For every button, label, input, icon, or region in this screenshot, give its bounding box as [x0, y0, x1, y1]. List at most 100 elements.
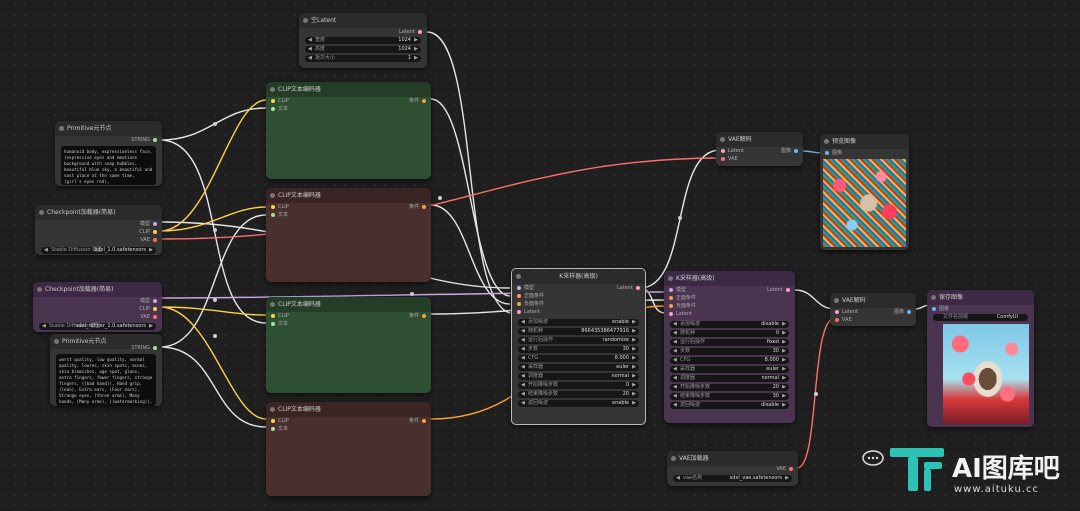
- node-title[interactable]: Checkpoint加载器(简易): [33, 282, 162, 297]
- model-input[interactable]: 模型: [514, 285, 534, 292]
- latent-input[interactable]: Latent: [514, 309, 540, 316]
- node-title[interactable]: 保存图像: [927, 290, 1034, 305]
- clip-text-encode-node-2[interactable]: CLIP文本编码器 CLIP 文本 条件: [266, 188, 431, 282]
- latent-output[interactable]: Latent: [399, 29, 425, 36]
- node-title[interactable]: VAE解码: [716, 132, 803, 147]
- conditioning-output[interactable]: 条件: [409, 313, 429, 320]
- node-title[interactable]: 空Latent: [299, 13, 427, 28]
- primitive-node-positive[interactable]: Primitive元节点 STRING humanoid body, expre…: [55, 121, 162, 186]
- node-title[interactable]: K采样器(高级): [512, 269, 645, 284]
- clip-input[interactable]: CLIP: [268, 313, 289, 320]
- node-title[interactable]: Primitive元节点: [50, 334, 162, 349]
- image-output[interactable]: 图像: [894, 309, 914, 316]
- latent-input[interactable]: Latent: [666, 311, 692, 318]
- model-output[interactable]: 模型: [140, 221, 160, 228]
- image-input[interactable]: 图像: [929, 306, 949, 313]
- vae-output[interactable]: VAE: [776, 466, 796, 473]
- string-output[interactable]: STRING: [131, 137, 160, 144]
- preview-image-node[interactable]: 预览图像 图像: [820, 134, 909, 250]
- vae-decode-node-1[interactable]: VAE解码 Latent VAE 图像: [716, 132, 803, 166]
- model-output[interactable]: 模型: [140, 298, 160, 305]
- latent-input[interactable]: Latent: [832, 309, 858, 316]
- node-title[interactable]: CLIP文本编码器: [266, 82, 431, 97]
- clip-output[interactable]: CLIP: [139, 306, 160, 313]
- negative-prompt-textarea[interactable]: worst quality, low quality, normal quali…: [56, 354, 156, 406]
- text-input[interactable]: 文本: [268, 212, 288, 219]
- string-output[interactable]: STRING: [131, 345, 160, 352]
- node-title[interactable]: 预览图像: [820, 134, 909, 149]
- node-title[interactable]: CLIP文本编码器: [266, 188, 431, 203]
- image-input[interactable]: 图像: [822, 150, 842, 157]
- image-output[interactable]: 图像: [781, 148, 801, 155]
- latent-output[interactable]: Latent: [767, 287, 793, 294]
- clip-text-encode-node-1[interactable]: CLIP文本编码器 CLIP 文本 条件: [266, 82, 431, 179]
- latent-output[interactable]: Latent: [617, 285, 643, 292]
- conditioning-output[interactable]: 条件: [409, 418, 429, 425]
- clip-text-encode-node-3[interactable]: CLIP文本编码器 CLIP 文本 条件: [266, 297, 431, 393]
- latent-input[interactable]: Latent: [718, 148, 744, 155]
- node-title[interactable]: Checkpoint加载器(简易): [35, 205, 162, 220]
- vae-input[interactable]: VAE: [718, 156, 738, 163]
- node-title[interactable]: Primitive元节点: [55, 121, 162, 136]
- positive-input[interactable]: 正面条件: [666, 295, 696, 302]
- node-title[interactable]: VAE加载器: [667, 451, 798, 466]
- conditioning-output[interactable]: 条件: [409, 204, 429, 211]
- clip-input[interactable]: CLIP: [268, 204, 289, 211]
- model-input[interactable]: 模型: [666, 287, 686, 294]
- ksampler-advanced-node-2[interactable]: K采样器(高级) 模型 正面条件 负面条件 Latent Latent ◀添加噪…: [664, 271, 795, 423]
- node-title[interactable]: CLIP文本编码器: [266, 297, 431, 312]
- negative-input[interactable]: 负面条件: [514, 301, 544, 308]
- vae-input[interactable]: VAE: [832, 317, 852, 324]
- node-title[interactable]: K采样器(高级): [664, 271, 795, 286]
- node-title[interactable]: VAE解码: [830, 293, 916, 308]
- text-input[interactable]: 文本: [268, 106, 288, 113]
- clip-input[interactable]: CLIP: [268, 418, 289, 425]
- positive-prompt-textarea[interactable]: humanoid body, expressionless face, (exp…: [61, 146, 156, 185]
- primitive-node-negative[interactable]: Primitive元节点 STRING worst quality, low q…: [50, 334, 162, 406]
- node-title[interactable]: CLIP文本编码器: [266, 402, 431, 417]
- positive-input[interactable]: 正面条件: [514, 293, 544, 300]
- text-input[interactable]: 文本: [268, 426, 288, 433]
- ksampler-advanced-node-1[interactable]: K采样器(高级) 模型 正面条件 负面条件 Latent Latent ◀添加噪…: [511, 268, 646, 425]
- vae-decode-node-2[interactable]: VAE解码 Latent VAE 图像: [830, 293, 916, 326]
- text-input[interactable]: 文本: [268, 321, 288, 328]
- checkpoint-loader-node-refiner[interactable]: Checkpoint加载器(简易) 模型 CLIP VAE ◀Stable Di…: [33, 282, 162, 332]
- clip-output[interactable]: CLIP: [139, 229, 160, 236]
- conditioning-output[interactable]: 条件: [409, 98, 429, 105]
- clip-text-encode-node-4[interactable]: CLIP文本编码器 CLIP 文本 条件: [266, 402, 431, 496]
- vae-output[interactable]: VAE: [140, 237, 160, 244]
- checkpoint-loader-node-base[interactable]: Checkpoint加载器(简易) 模型 CLIP VAE ◀Stable Di…: [35, 205, 162, 255]
- negative-input[interactable]: 负面条件: [666, 303, 696, 310]
